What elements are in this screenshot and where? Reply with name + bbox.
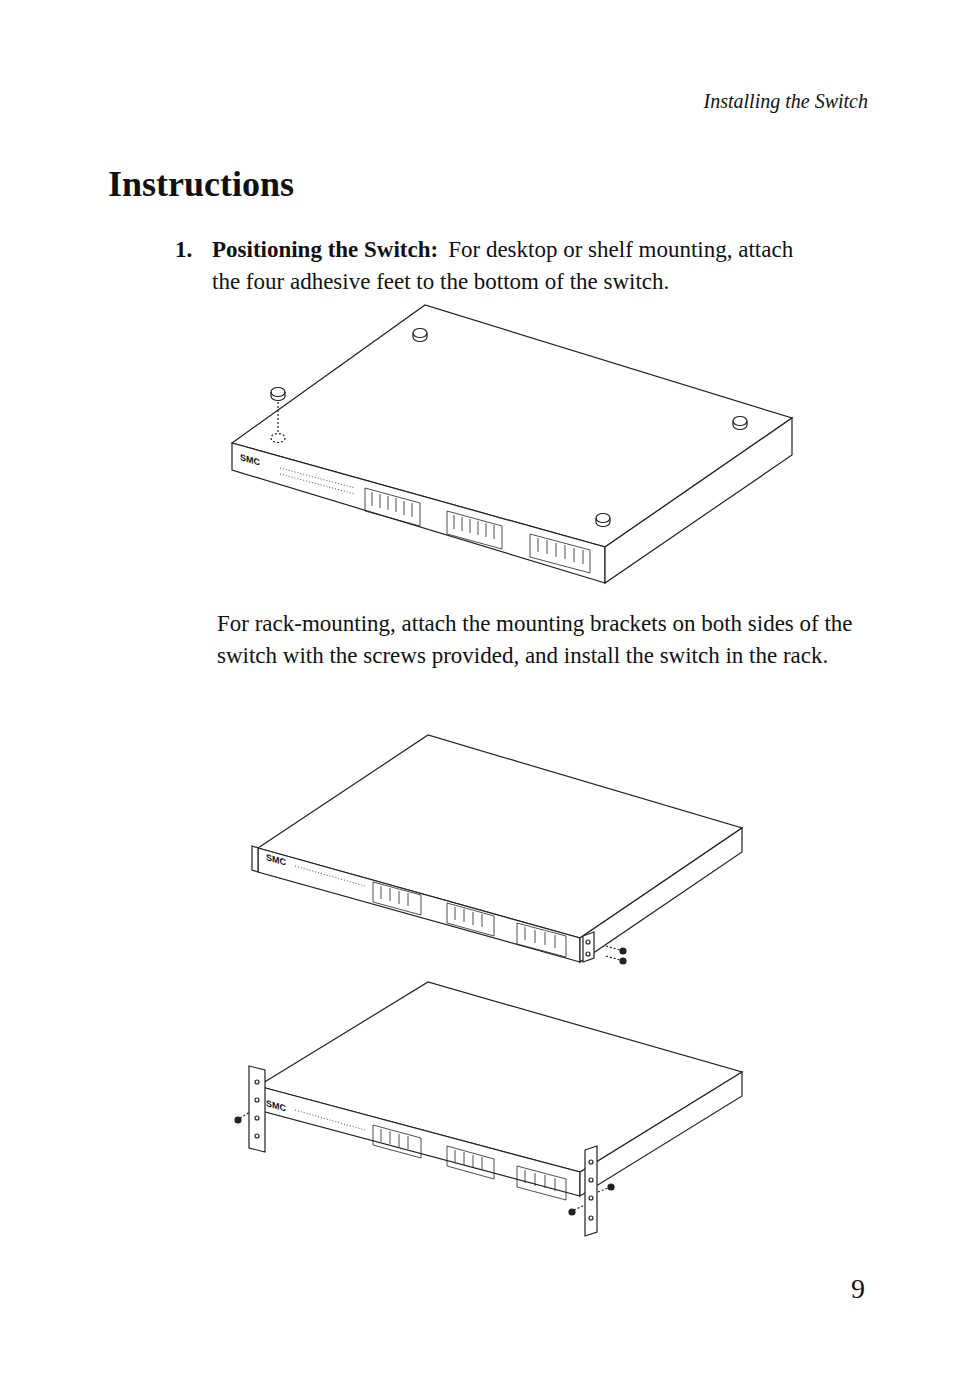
page-number: 9 — [851, 1272, 865, 1306]
rack-switch — [235, 982, 742, 1236]
running-header: Installing the Switch — [704, 88, 868, 114]
step-paragraph: Positioning the Switch:For desktop or sh… — [212, 234, 822, 298]
step-number: 1. — [175, 234, 192, 266]
desktop-switch — [232, 305, 792, 583]
page-heading: Instructions — [108, 162, 294, 206]
step-heading: Positioning the Switch: — [212, 237, 438, 262]
step-paragraph: For rack-mounting, attach the mounting b… — [217, 608, 867, 672]
bracket-switch — [252, 735, 742, 964]
